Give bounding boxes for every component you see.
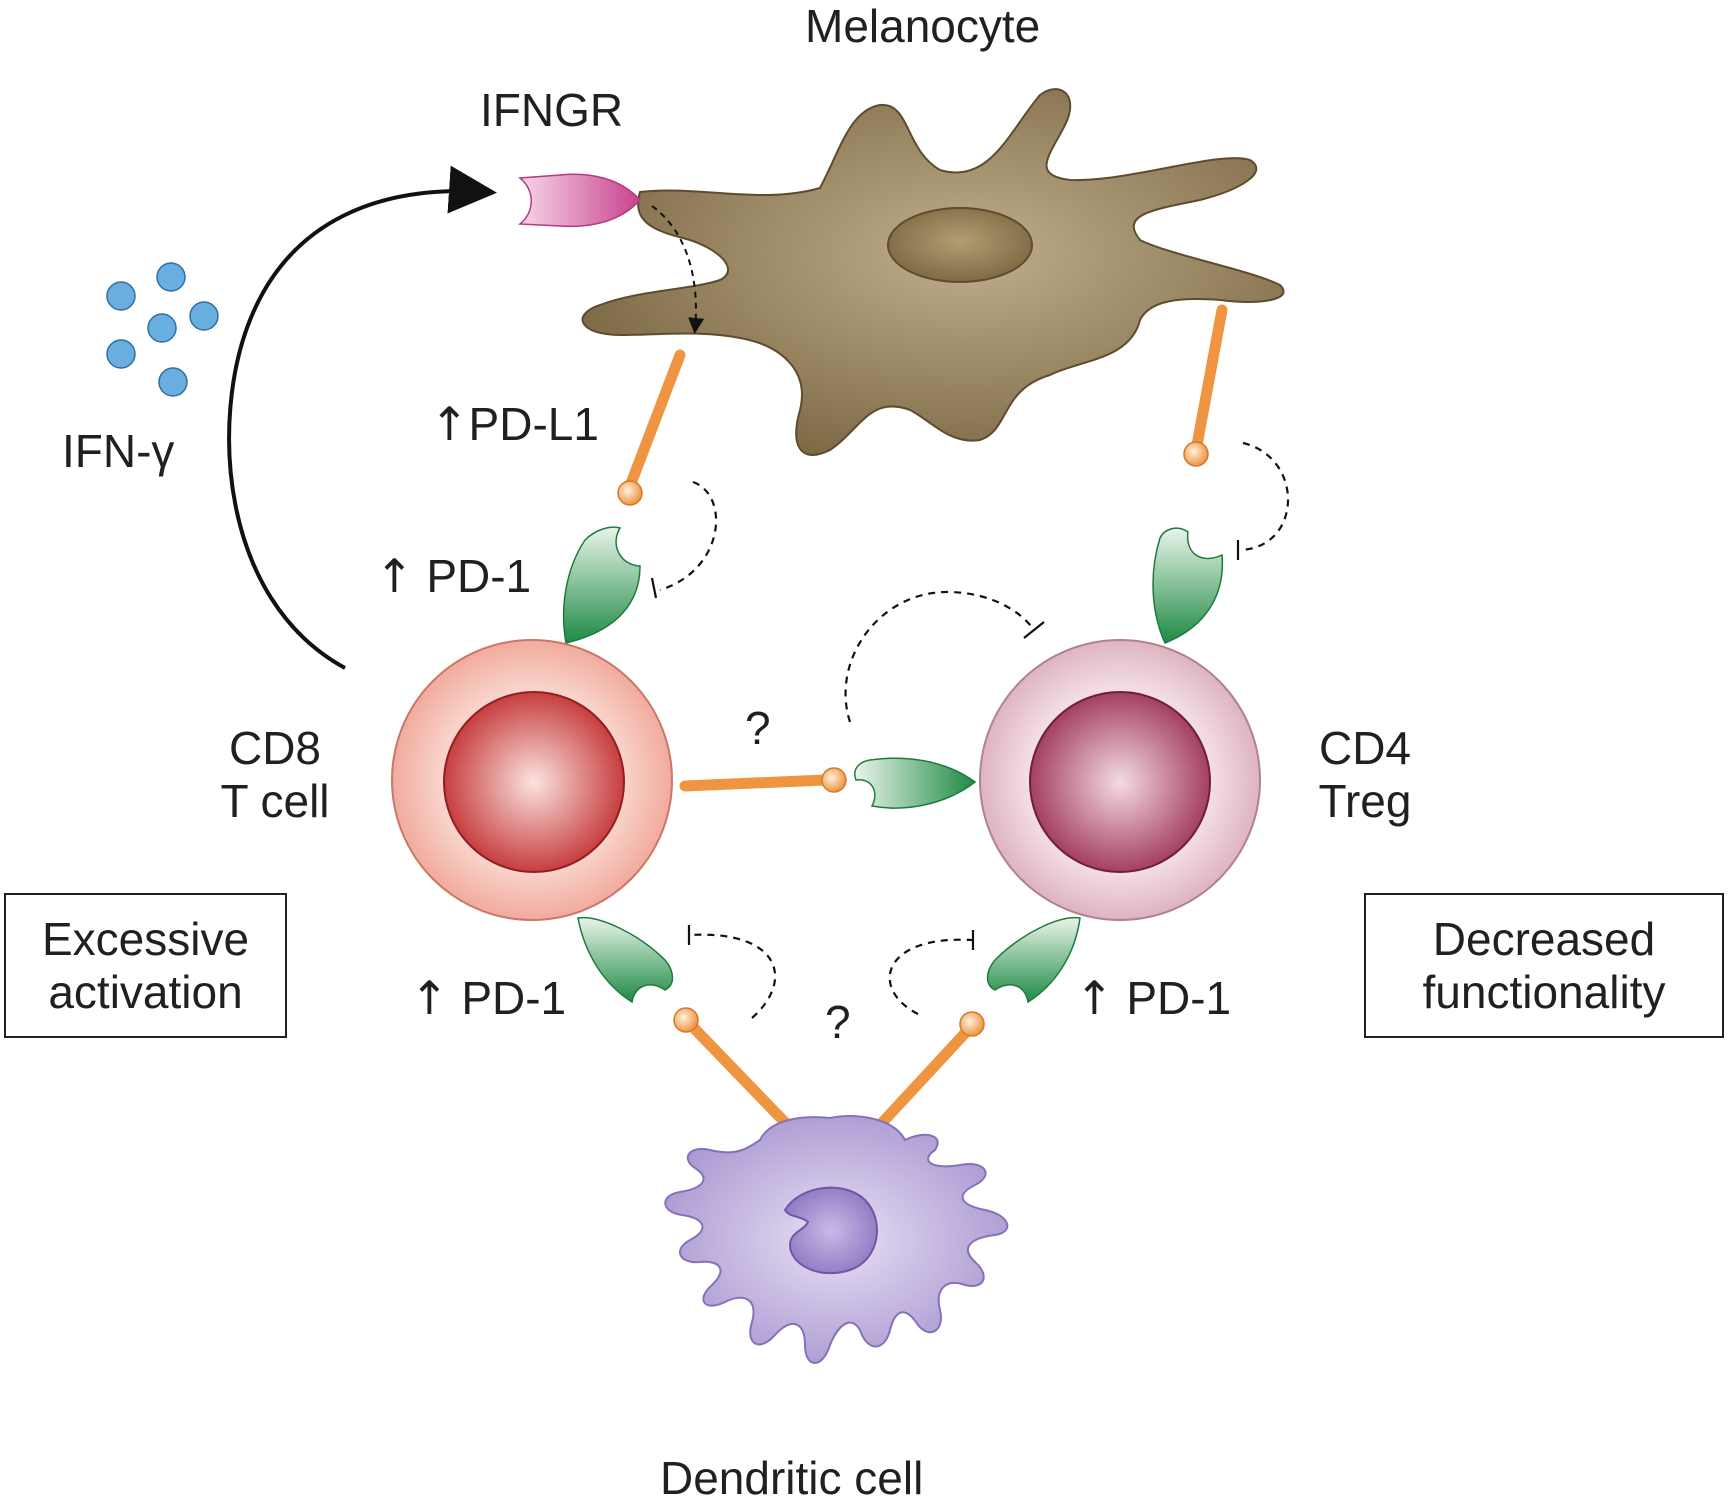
melanocyte-nucleus	[887, 207, 1033, 283]
label-ifn-gamma: IFN-γ	[62, 425, 175, 477]
label-cd8-t-cell: CD8 T cell	[220, 722, 330, 827]
pd-l1-ligand-middle	[679, 767, 847, 793]
box-excessive-activation: Excessive activation	[4, 893, 287, 1038]
inhibition-arc-cd4-bottom	[888, 930, 975, 1015]
label-question-middle: ?	[745, 702, 771, 754]
up-arrow-icon: ↑	[375, 549, 414, 603]
up-arrow-icon: ↑	[1075, 971, 1114, 1025]
pd-1-receptor-cd4-top	[1152, 527, 1224, 644]
label-cd4-treg: CD4 Treg	[1318, 722, 1412, 827]
label-question-bottom: ?	[825, 996, 851, 1048]
label-dendritic-cell: Dendritic cell	[660, 1452, 924, 1504]
pd-l1-ligand-right	[1183, 304, 1228, 467]
pd-l1-ligand-dc-right	[862, 1011, 985, 1144]
inhibition-arc-middle	[844, 590, 1045, 723]
ifngr-signal-arrow	[651, 205, 705, 334]
up-arrow-icon: ↑	[410, 971, 449, 1025]
up-arrow-icon: ↑	[430, 397, 469, 451]
pd-l1-ligand-left	[617, 349, 686, 506]
label-melanocyte: Melanocyte	[805, 0, 1041, 52]
pd-1-receptor-cd8-top	[562, 526, 641, 644]
label-ifngr: IFNGR	[480, 84, 624, 136]
box-decreased-functionality: Decreased functionality	[1364, 893, 1724, 1038]
pd-1-receptor-cd4-bottom	[986, 916, 1081, 1004]
label-pd-1-top: ↑ PD-1	[375, 549, 532, 603]
label-pd-1-bottom-left: ↑ PD-1	[410, 971, 567, 1025]
label-pd-l1: ↑PD-L1	[430, 397, 599, 451]
ifngr-receptor	[517, 173, 642, 228]
dendritic-cell-nucleus	[783, 1186, 878, 1275]
cd4-treg-nucleus	[1029, 691, 1211, 873]
label-pd-1-bottom-right: ↑ PD-1	[1075, 971, 1232, 1025]
pd-l1-ligand-dc-left	[673, 1007, 806, 1144]
inhibition-arc-cd8-top	[650, 480, 718, 599]
ifn-gamma-molecules	[106, 262, 219, 397]
inhibition-arc-cd8-bottom	[687, 925, 777, 1019]
pd-1-receptor-cd4-mid	[854, 757, 977, 809]
ifn-gamma-arrow	[227, 165, 497, 670]
pd-1-receptor-cd8-bottom	[577, 916, 674, 1004]
inhibition-arc-cd4-top	[1236, 441, 1290, 560]
cd8-t-cell-nucleus	[443, 691, 625, 873]
